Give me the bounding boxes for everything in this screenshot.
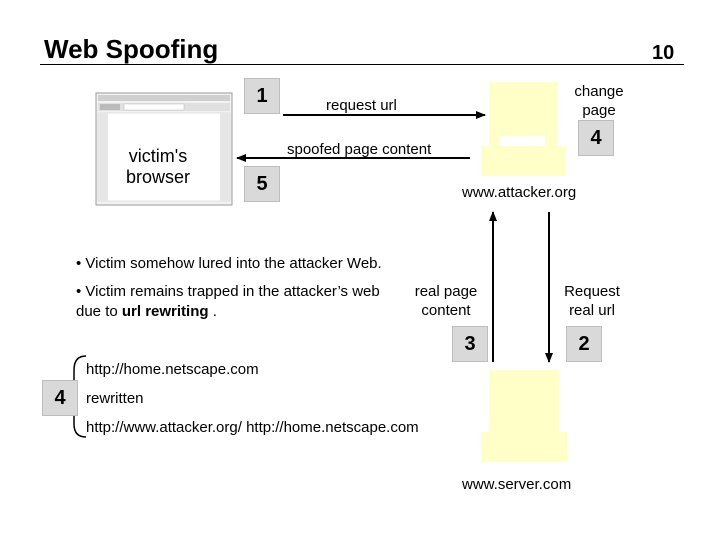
- slide-title: Web Spoofing: [44, 34, 219, 64]
- request-real-line1: Request: [564, 283, 620, 300]
- rewritten-url: http://www.attacker.org/ http://home.net…: [86, 419, 419, 436]
- url-rewriting-term: url rewriting: [121, 303, 209, 320]
- header-rule: [40, 64, 684, 65]
- step-4-badge: 4: [578, 120, 614, 156]
- request-real-url-label: Request real url: [558, 282, 626, 320]
- browser-label: victim's browser: [118, 146, 198, 188]
- request-real-line2: real url: [569, 302, 615, 319]
- bullet-trapped-prefix: due to: [76, 303, 122, 320]
- change-page-label: change page: [566, 82, 632, 120]
- step-5-badge: 5: [244, 166, 280, 202]
- bullet-trapped-suffix: .: [208, 303, 217, 320]
- bullet-trapped-line2: due to url rewriting .: [76, 302, 380, 322]
- request-url-label: request url: [326, 97, 397, 114]
- step-4-rewrite-badge: 4: [42, 380, 78, 416]
- real-page-content-label: real page content: [408, 282, 484, 320]
- browser-label-line1: victim's: [128, 146, 188, 166]
- attacker-label: www.attacker.org: [462, 184, 577, 201]
- original-url: http://home.netscape.com: [86, 361, 259, 378]
- bullet-lured: • Victim somehow lured into the attacker…: [76, 255, 382, 272]
- step-1-badge: 1: [244, 78, 280, 114]
- step-3-badge: 3: [452, 326, 488, 362]
- browser-window: [95, 92, 233, 206]
- change-page-line1: change: [574, 83, 624, 100]
- rewritten-word: rewritten: [86, 390, 144, 407]
- real-page-line2: content: [421, 302, 471, 319]
- spoofed-content-label: spoofed page content: [287, 141, 432, 158]
- bullet-trapped: • Victim remains trapped in the attacker…: [76, 282, 380, 322]
- real-page-line1: real page: [414, 283, 478, 300]
- attacker-computer-icon: [481, 82, 565, 176]
- bullet-trapped-line1: • Victim remains trapped in the attacker…: [76, 283, 380, 300]
- change-page-line2: page: [582, 102, 616, 119]
- page-number: 10: [652, 42, 675, 64]
- step-2-badge: 2: [566, 326, 602, 362]
- server-computer-icon: [481, 370, 567, 462]
- server-label: www.server.com: [462, 476, 572, 493]
- browser-label-line2: browser: [125, 167, 191, 187]
